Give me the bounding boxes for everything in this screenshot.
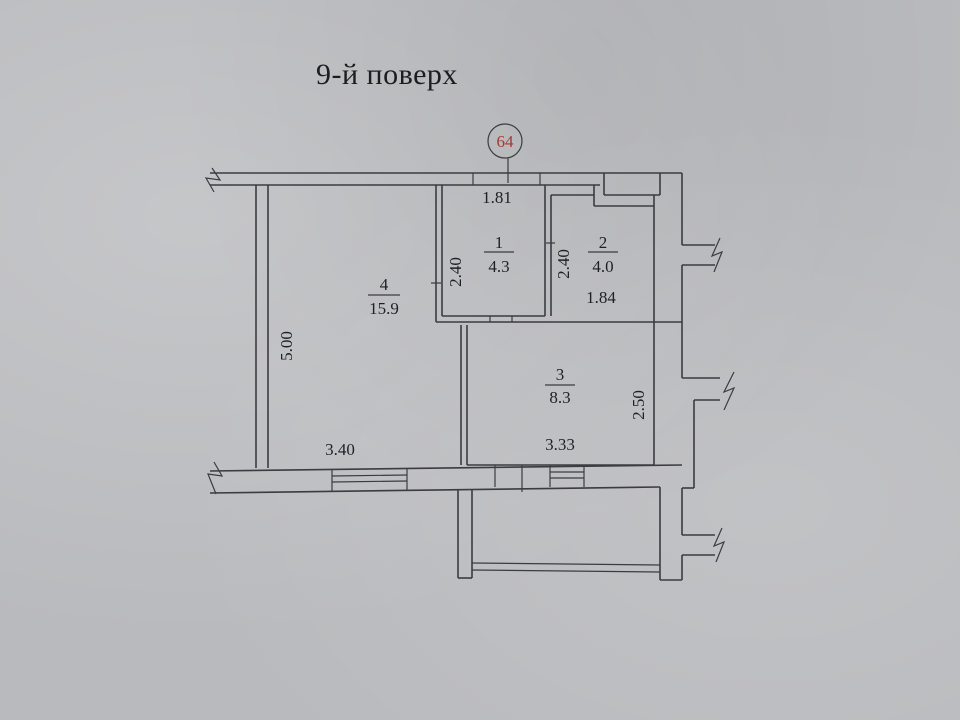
room-3: 3 8.3 2.50 3.33 (467, 365, 654, 466)
top-wall (204, 167, 661, 196)
break-mark-icon (712, 527, 726, 563)
break-mark-icon (722, 371, 736, 411)
break-mark-icon (207, 461, 224, 495)
window (549, 465, 585, 487)
room-4-height-dim: 5.00 (277, 331, 296, 361)
room-2-width-dim: 1.84 (586, 288, 616, 307)
right-wall (660, 172, 736, 581)
room-1: 1 4.3 1.81 2.40 (431, 185, 682, 323)
room-3-width-dim: 3.33 (545, 435, 575, 454)
room-4: 4 15.9 5.00 3.40 (255, 185, 468, 468)
axis-marker-circle (487, 123, 523, 159)
room-2-number: 2 (599, 233, 608, 252)
break-mark-icon (710, 237, 724, 273)
break-mark-icon (204, 167, 222, 193)
room-1-height-dim: 2.40 (446, 257, 465, 287)
room-4-area: 15.9 (369, 299, 399, 318)
balcony (457, 487, 661, 580)
room-2: 2 4.0 1.84 2.40 (546, 185, 655, 465)
room-3-height-dim: 2.50 (629, 390, 648, 420)
room-1-number: 1 (495, 233, 504, 252)
axis-marker: 64 (487, 123, 523, 183)
floor-title: 9-й поверх (316, 58, 458, 91)
window (331, 468, 408, 491)
axis-marker-label: 64 (497, 132, 515, 151)
room-3-area: 8.3 (549, 388, 570, 407)
room-1-width-dim: 1.81 (482, 188, 512, 207)
room-3-number: 3 (556, 365, 565, 384)
room-1-area: 4.3 (488, 257, 509, 276)
room-4-width-dim: 3.40 (325, 440, 355, 459)
room-2-area: 4.0 (592, 257, 613, 276)
room-2-height-dim: 2.40 (554, 249, 573, 279)
bottom-wall (207, 461, 683, 495)
room-4-number: 4 (380, 275, 389, 294)
